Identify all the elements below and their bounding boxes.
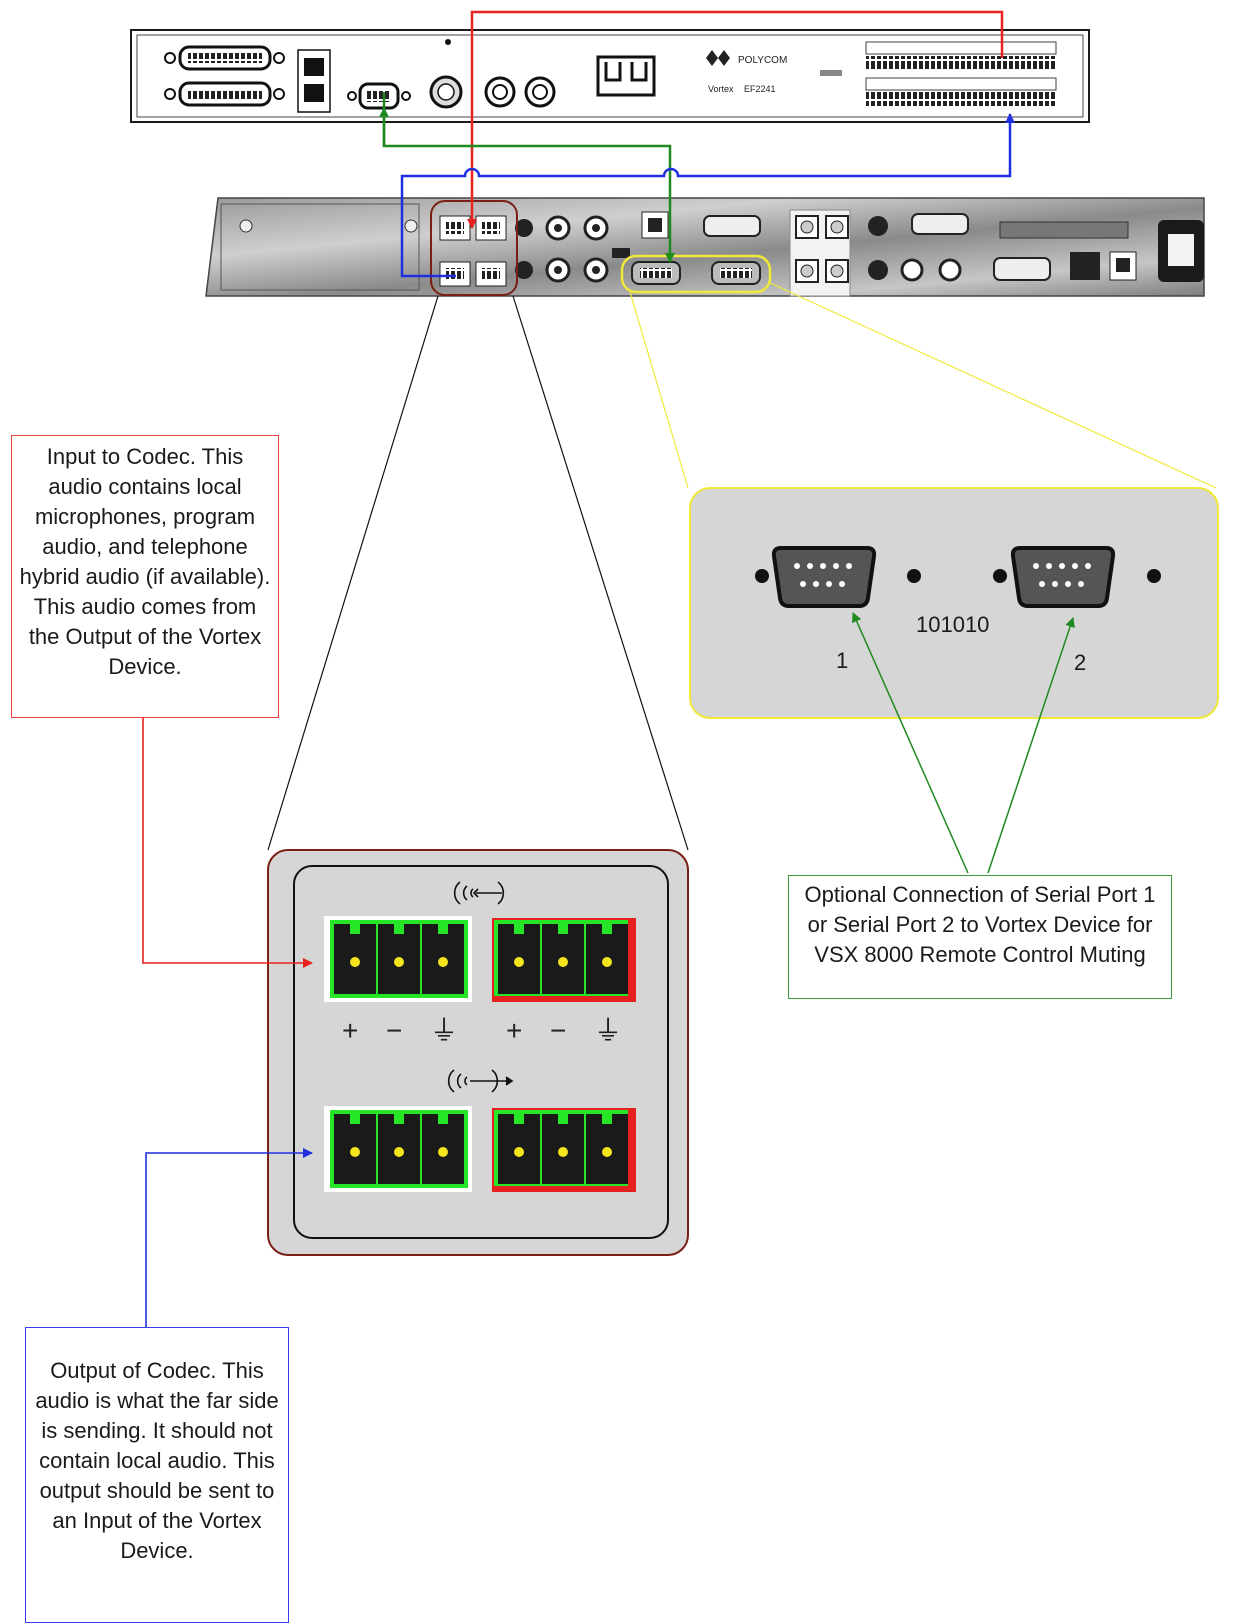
- codec-lan-ports: [1070, 251, 1137, 281]
- terminal-notch: [394, 1110, 404, 1124]
- green-wire-serial: [379, 92, 675, 263]
- audio-highlight-outline: [430, 200, 518, 296]
- brand-name: POLYCOM: [738, 55, 787, 66]
- serial-inset: 101010 1 2: [689, 487, 1219, 719]
- terminal-pin: [394, 1147, 404, 1157]
- terminal-pin: [350, 1147, 360, 1157]
- vortex-line-inputs-terminal: [865, 77, 1057, 106]
- codec-power-inlet: [1158, 220, 1204, 282]
- terminal-notch: [438, 920, 448, 934]
- terminal-pin: [602, 1147, 612, 1157]
- brand-model: EF2241: [744, 84, 776, 94]
- pin-label-plus-2: +: [506, 1015, 522, 1046]
- terminal-pin: [394, 957, 404, 967]
- red-callout-leader: [142, 718, 313, 968]
- serial-label: 101010: [916, 612, 989, 637]
- polycom-logo: POLYCOM Vortex EF2241: [706, 50, 787, 94]
- serial-note-callout: Optional Connection of Serial Port 1 or …: [788, 875, 1172, 999]
- terminal-notch: [438, 1110, 448, 1124]
- terminal-pin: [602, 957, 612, 967]
- terminal-pin: [438, 957, 448, 967]
- terminal-pin: [514, 957, 524, 967]
- audio-input-icon: [453, 881, 505, 905]
- terminal-pin: [558, 1147, 568, 1157]
- terminal-pin: [514, 1147, 524, 1157]
- codec-pc-card-slot: [999, 221, 1129, 239]
- remote-control-output-connector: [164, 81, 285, 107]
- pin-label-minus-1: −: [386, 1015, 402, 1046]
- pin-label-minus-2: −: [550, 1015, 566, 1046]
- ez-bus-ports: [297, 49, 331, 113]
- blue-wire-codec-to-vortex: [400, 113, 1015, 278]
- vortex-line-outputs-terminal: [865, 41, 1057, 70]
- audio-output-icon: [447, 1069, 514, 1093]
- codec-serial-port-1: [631, 261, 681, 285]
- terminal-pins: [334, 920, 628, 1184]
- terminal-notch: [514, 1110, 524, 1124]
- red-wire-vortex-to-codec: [467, 10, 1004, 229]
- serial-highlight-outline: [620, 254, 772, 294]
- serial-port-2-zoom: [993, 546, 1161, 608]
- terminal-notch: [350, 1110, 360, 1124]
- brand-series: Vortex: [708, 84, 734, 94]
- terminal-pin: [558, 957, 568, 967]
- codec-video-connectors: [515, 215, 609, 283]
- vortex-phone-jacks: [596, 55, 656, 97]
- codec-serial-port-2: [711, 261, 761, 285]
- pin-label-ground-1: ⏚: [430, 1015, 458, 1046]
- terminal-notch: [514, 920, 524, 934]
- serial-note-arrows: [852, 612, 1075, 874]
- remote-control-input-connector: [164, 45, 285, 71]
- vortex-small-switch: [820, 70, 842, 76]
- terminal-pin: [350, 957, 360, 967]
- serial-port-1-number: 1: [836, 648, 848, 673]
- pin-label-plus-1: +: [342, 1015, 358, 1046]
- vsx-codec-rack: [205, 197, 1205, 297]
- audio-zoom-lines: [267, 295, 689, 851]
- blue-callout-leader: [145, 1148, 313, 1327]
- terminal-notch: [558, 920, 568, 934]
- terminal-notch: [602, 920, 612, 934]
- codec-network-ports: [612, 211, 761, 258]
- codec-input-callout: Input to Codec. This audio contains loca…: [11, 435, 279, 718]
- codec-camera-connectors: [789, 209, 1051, 297]
- terminal-notch: [350, 920, 360, 934]
- serial-port-2-number: 2: [1074, 650, 1086, 675]
- codec-output-callout: Output of Codec. This audio is what the …: [25, 1327, 289, 1623]
- terminal-notch: [558, 1110, 568, 1124]
- terminal-pin: [438, 1147, 448, 1157]
- pin-label-ground-2: ⏚: [594, 1015, 622, 1046]
- audio-inset: + − ⏚ + − ⏚: [267, 849, 689, 1256]
- serial-zoom-lines: [629, 281, 1217, 489]
- terminal-notch: [394, 920, 404, 934]
- serial-port-1-zoom: [755, 546, 921, 608]
- terminal-notch: [602, 1110, 612, 1124]
- codec-audio-terminals: [439, 215, 507, 287]
- vortex-device-panel: POLYCOM Vortex EF2241: [130, 29, 1090, 123]
- vortex-round-connectors: [429, 39, 556, 109]
